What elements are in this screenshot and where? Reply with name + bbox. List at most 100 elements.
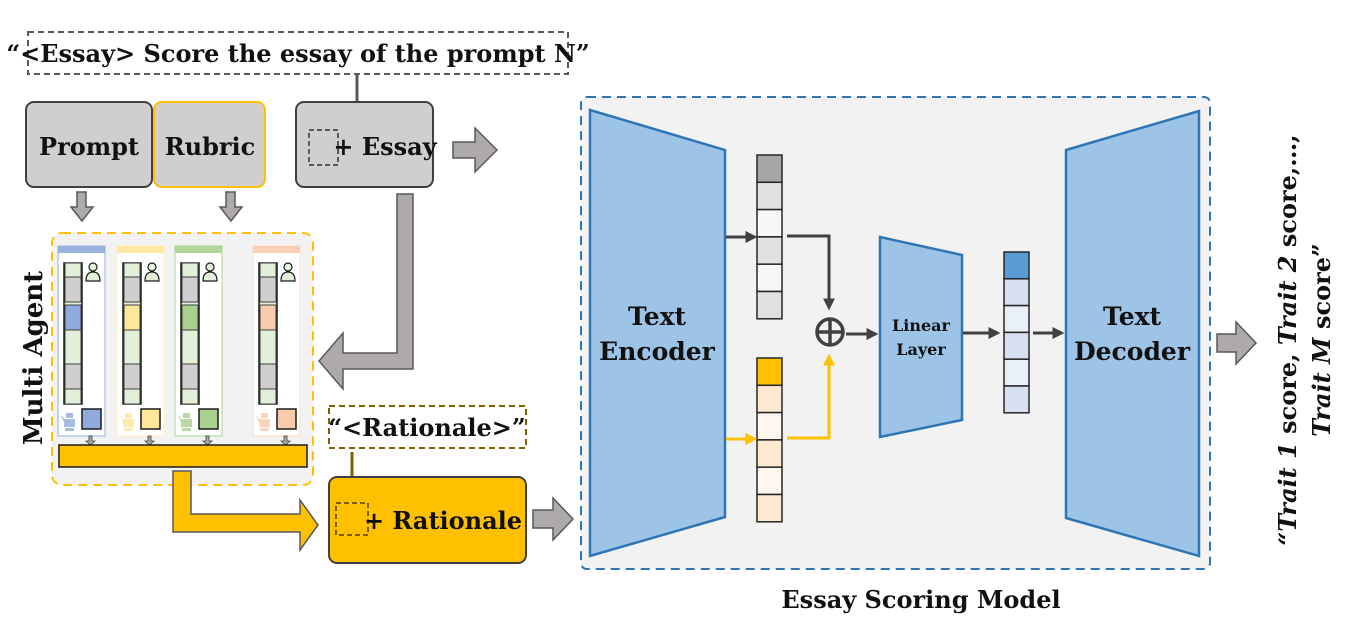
prompt-box: Prompt [25,101,153,188]
output-traitm: Trait M [1307,336,1336,437]
sum-operator-icon [815,317,845,347]
agent-header-strip [175,246,222,253]
agent-output-square [198,408,219,430]
essay-vec-to-plus-arrow [787,234,835,311]
output-trait2: Trait 2 [1273,256,1302,346]
vector-cell [756,181,783,211]
agent-output-square [81,408,102,430]
agent-down-arrow [279,435,292,446]
vector-cell [1003,304,1030,334]
vector-cell [1003,251,1030,280]
linear-label-line2: Layer [896,340,946,359]
rationale-vec-to-plus-arrow [787,353,835,440]
agent-header-strip [253,246,300,253]
agent-down-arrow [201,435,214,446]
message-cell [181,262,199,278]
linear-layer: Linear Layer [878,235,964,439]
vector-cell [1003,358,1030,387]
agents-to-rationale-arrow [172,470,319,553]
output-sep1: score, [1273,345,1302,442]
vector-cell [756,466,783,496]
rationale-box: + Rationale [328,476,527,564]
message-cell [181,329,199,365]
message-cell [64,363,82,390]
svg-text:Trait M score”: Trait M score” [1307,243,1336,437]
message-cell [64,276,82,303]
encoder-label-line2: Encoder [599,337,716,366]
essay-box: + Essay [295,101,438,188]
rationale-label: + Rationale [364,506,522,535]
vector-cell [756,357,783,387]
decoder-label-line2: Decoder [1074,337,1191,366]
message-cell [181,363,199,390]
linear-label-line1: Linear [892,316,951,335]
user-icon [280,262,296,282]
agent-column-4 [252,245,301,446]
aggregation-bar [58,444,308,468]
instruction-box: “<Essay> Score the essay of the prompt N… [6,31,590,75]
agent-output-square [140,408,161,430]
message-cell [123,262,141,278]
agent-header-strip [58,246,105,253]
essay-label: + Essay [333,132,437,161]
agent-column-3 [174,245,223,446]
robot-icon [178,413,192,431]
text-encoder: Text Encoder [588,108,727,558]
vector-cell [756,236,783,265]
message-cell [123,363,141,390]
message-cell [123,304,141,331]
agent-header-strip [117,246,164,253]
vector-cell [756,263,783,293]
rubric-label: Rubric [165,132,256,161]
message-cell [181,276,199,303]
agent-down-arrow [84,435,97,446]
message-cell [259,363,277,390]
linear-output-vector [1003,251,1030,414]
user-icon [144,262,160,282]
message-cell [123,276,141,303]
message-cell [259,388,277,405]
user-icon [85,262,101,282]
output-scores-text: “Trait 1 score, Trait 2 score,…, Trait M… [1273,134,1336,545]
message-cell [123,329,141,365]
agent-column-2 [116,245,165,446]
message-cell [181,304,199,331]
message-cell [123,388,141,405]
vector-cell [756,384,783,414]
rationale-placeholder [335,502,369,536]
message-cell [259,276,277,303]
decoder-label-line1: Text [1103,302,1162,331]
instruction-text: “<Essay> Score the essay of the prompt N… [6,39,589,68]
message-cell [64,304,82,331]
vector-cell [756,208,783,238]
message-cell [259,329,277,365]
message-cell [64,329,82,365]
vector-cell [756,154,783,184]
rubric-box: Rubric [153,101,266,188]
message-cell [259,304,277,331]
vector-cell [756,439,783,468]
essay-to-model-arrow [452,126,499,174]
output-sep2: score,…, [1273,134,1302,255]
rationale-tag-box: “<Rationale>” [328,405,527,449]
vector-cell [756,411,783,441]
message-cell [64,388,82,405]
decoder-to-output-arrow [1216,320,1258,366]
rubric-down-arrow [218,191,244,223]
message-cell [181,388,199,405]
encoder-label-line1: Text [628,302,687,331]
prompt-down-arrow [69,191,95,223]
vector-cell [756,290,783,320]
robot-icon [61,413,75,431]
vector-cell [1003,385,1030,414]
svg-text:“Trait 1 score, Trait 2 score,: “Trait 1 score, Trait 2 score,…, [1273,134,1302,545]
text-decoder: Text Decoder [1064,109,1201,558]
vector-cell [1003,278,1030,307]
vector-cell [1003,331,1030,360]
output-sep3: score” [1307,243,1336,337]
agent-down-arrow [143,435,156,446]
message-cell [259,262,277,278]
rationale-tag-text: “<Rationale>” [328,413,525,442]
model-title: Essay Scoring Model [781,585,1060,614]
